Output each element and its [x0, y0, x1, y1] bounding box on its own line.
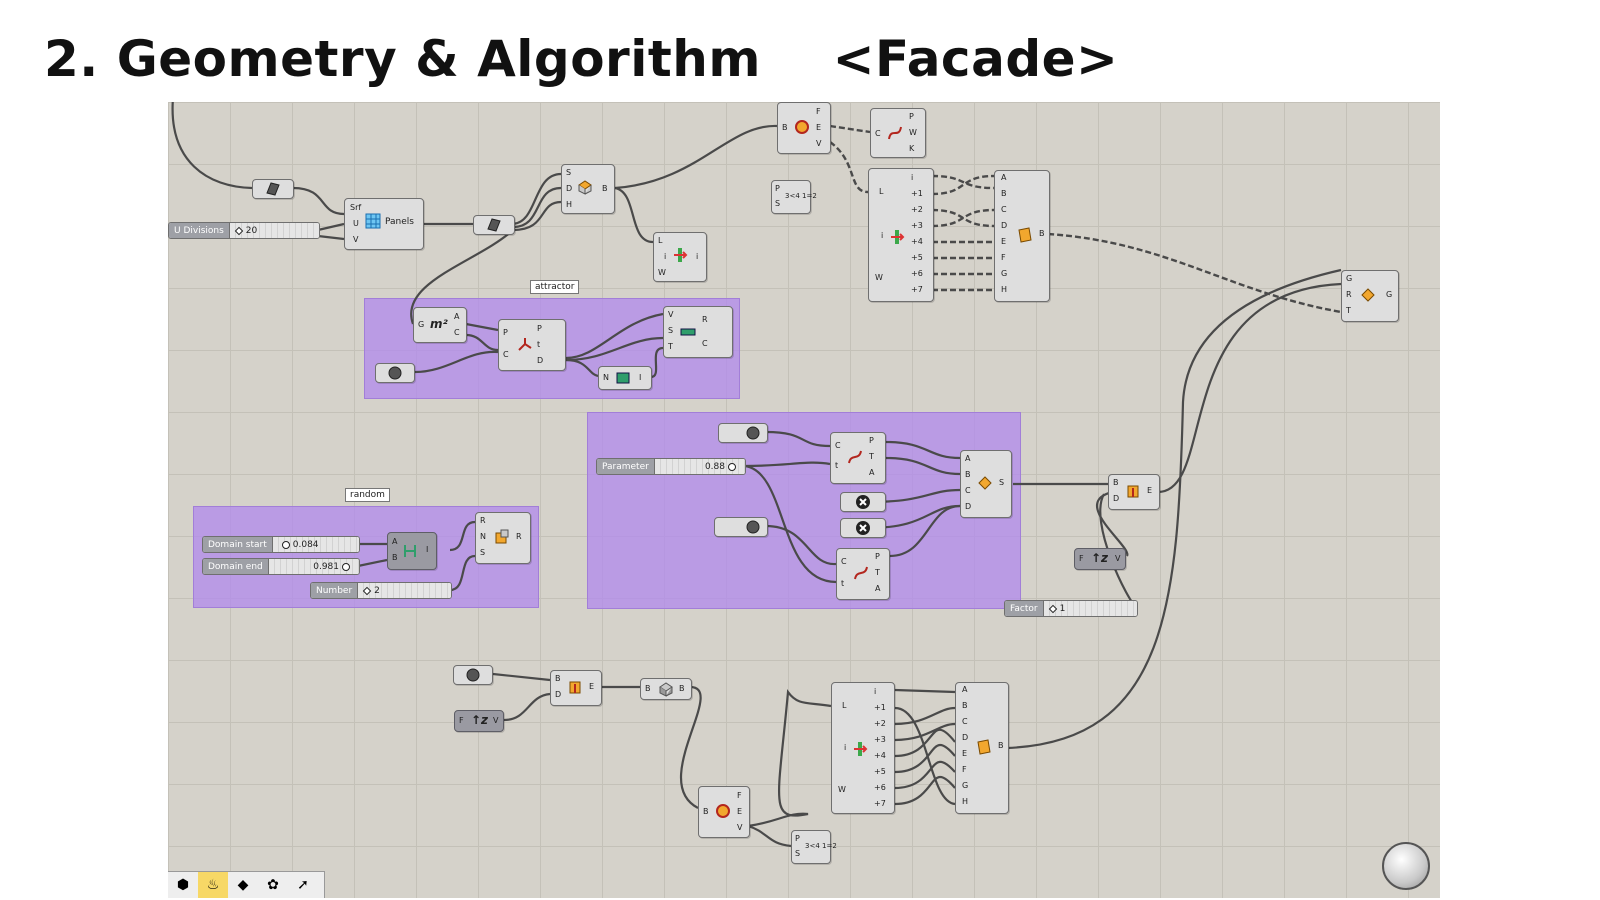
- parameter-label: Parameter: [597, 459, 655, 474]
- list-item-icon: [891, 230, 905, 244]
- point-param-bottom[interactable]: [453, 665, 493, 685]
- merge-icon: [1018, 227, 1032, 243]
- navigation-compass-icon[interactable]: [1382, 842, 1430, 890]
- fire-icon[interactable]: ♨: [198, 872, 228, 898]
- parameter-value: 0.88: [704, 461, 725, 472]
- unit-z-bottom-component[interactable]: F ↑z V: [454, 710, 504, 732]
- multiply-icon: [856, 521, 870, 535]
- u-divisions-slider[interactable]: U Divisions 20: [168, 222, 320, 239]
- factor-slider[interactable]: Factor 1: [1004, 600, 1138, 617]
- panels-component[interactable]: Srf U V Panels: [344, 198, 424, 250]
- surface-icon: [266, 182, 280, 196]
- arrow-icon[interactable]: ➚: [297, 877, 309, 893]
- evaluate-curve-a-component[interactable]: C t P T A: [830, 432, 886, 484]
- explode-bottom-component[interactable]: B F E V: [698, 786, 750, 838]
- unit-z-icon: ↑z: [471, 713, 489, 727]
- multiply-2[interactable]: [840, 518, 886, 538]
- list-item-icon: [854, 742, 868, 756]
- u-divisions-value: 20: [245, 225, 258, 236]
- box-icon: [578, 180, 592, 195]
- list-length-component[interactable]: L i W i: [653, 232, 707, 282]
- explode-top-component[interactable]: B F E V: [777, 102, 831, 154]
- construct-domain-component[interactable]: A B I: [387, 532, 437, 570]
- random-component[interactable]: R N S R: [475, 512, 531, 564]
- parameter-slider[interactable]: Parameter 0.88: [596, 458, 746, 475]
- evaluate-icon: [848, 450, 862, 464]
- brep-param[interactable]: [473, 215, 515, 235]
- explode-icon: [795, 120, 809, 134]
- brep-edges-component[interactable]: S D H B: [561, 164, 615, 214]
- point-icon: [388, 366, 402, 380]
- orient-component[interactable]: G R T G: [1341, 270, 1399, 322]
- curve-param-1[interactable]: [718, 423, 768, 443]
- parameter-group[interactable]: [587, 412, 1021, 609]
- curve-param-icon: [746, 520, 760, 534]
- points-top-component[interactable]: P S 3<4 1=2: [771, 180, 817, 214]
- factor-label: Factor: [1005, 601, 1044, 616]
- random-group-label: random: [345, 488, 390, 502]
- bounds-icon: [616, 372, 630, 384]
- orient-icon: [1361, 288, 1375, 302]
- points-bottom-component[interactable]: P S 3<4 1=2: [791, 830, 837, 864]
- remap-component[interactable]: V S T R C: [663, 306, 733, 358]
- merge-bottom-component[interactable]: A B C D E F G H B: [955, 682, 1009, 814]
- brep-bottom-component[interactable]: B B: [640, 678, 692, 700]
- curve-icon: [888, 126, 902, 140]
- random-icon: [495, 529, 509, 544]
- multiply-1[interactable]: [840, 492, 886, 512]
- factor-value: 1: [1059, 603, 1066, 614]
- domain-start-label: Domain start: [203, 537, 273, 552]
- extrude-bottom-component[interactable]: B D E: [550, 670, 602, 706]
- multiply-icon: [856, 495, 870, 509]
- explode-icon: [716, 804, 730, 818]
- number-slider[interactable]: Number 2: [310, 582, 452, 599]
- brep-icon: [487, 218, 501, 232]
- extrude-icon: [1127, 485, 1139, 498]
- list-item-bottom-component[interactable]: L i W i +1 +2 +3 +4 +5 +6 +7: [831, 682, 895, 814]
- u-divisions-label: U Divisions: [169, 223, 230, 238]
- curve-param-icon: [746, 426, 760, 440]
- domain-start-slider[interactable]: Domain start 0.084: [202, 536, 360, 553]
- merge-icon: [977, 739, 991, 755]
- list-icon: [674, 248, 688, 262]
- curve-closest-point-component[interactable]: P C P t D: [498, 319, 566, 371]
- box-icon[interactable]: ⬢: [176, 877, 190, 893]
- point-param-attractor[interactable]: [375, 363, 415, 383]
- number-label: Number: [311, 583, 359, 598]
- panels-icon: [365, 213, 381, 229]
- domain-end-value: 0.981: [313, 561, 339, 572]
- point-icon: [466, 668, 480, 682]
- extrude-top-component[interactable]: B D E: [1108, 474, 1160, 510]
- area-label: m²: [430, 317, 448, 331]
- domain-end-slider[interactable]: Domain end 0.981: [202, 558, 360, 575]
- unit-z-top-component[interactable]: F ↑z V: [1074, 548, 1126, 570]
- curve-param-2[interactable]: [714, 517, 768, 537]
- domain-icon: [404, 545, 416, 557]
- brep-box-icon: [659, 682, 673, 697]
- remap-icon: [680, 328, 696, 336]
- brep-icon[interactable]: ◆: [237, 877, 249, 893]
- bounds-component[interactable]: N I: [598, 366, 652, 390]
- grasshopper-canvas[interactable]: attractor random: [168, 102, 1440, 898]
- merge-top-component[interactable]: A B C D E F G H B: [994, 170, 1050, 302]
- evaluate-icon: [854, 566, 868, 580]
- sprout-icon[interactable]: ✿: [267, 877, 279, 893]
- area-component[interactable]: G m² A C: [413, 307, 467, 343]
- loft-icon: [978, 476, 992, 490]
- extrude-icon: [569, 681, 581, 694]
- panels-label: Panels: [385, 217, 414, 227]
- domain-start-value: 0.084: [292, 539, 319, 550]
- evaluate-curve-b-component[interactable]: C t P T A: [836, 548, 890, 600]
- domain-end-label: Domain end: [203, 559, 269, 574]
- surface-param-top[interactable]: [252, 179, 294, 199]
- curve-component[interactable]: C P W K: [870, 108, 926, 158]
- list-item-top-component[interactable]: L i W i +1 +2 +3 +4 +5 +6 +7: [868, 168, 934, 302]
- slide-title: 2. Geometry & Algorithm <Facade>: [44, 30, 1119, 88]
- attractor-group-label: attractor: [530, 280, 580, 294]
- number-value: 2: [374, 585, 380, 596]
- unit-z-icon: ↑z: [1091, 551, 1109, 565]
- closest-point-icon: [518, 338, 532, 351]
- loft-component[interactable]: A B C D S: [960, 450, 1012, 518]
- bottom-toolbar: ⬢ ♨ ◆ ✿ ➚: [168, 871, 325, 898]
